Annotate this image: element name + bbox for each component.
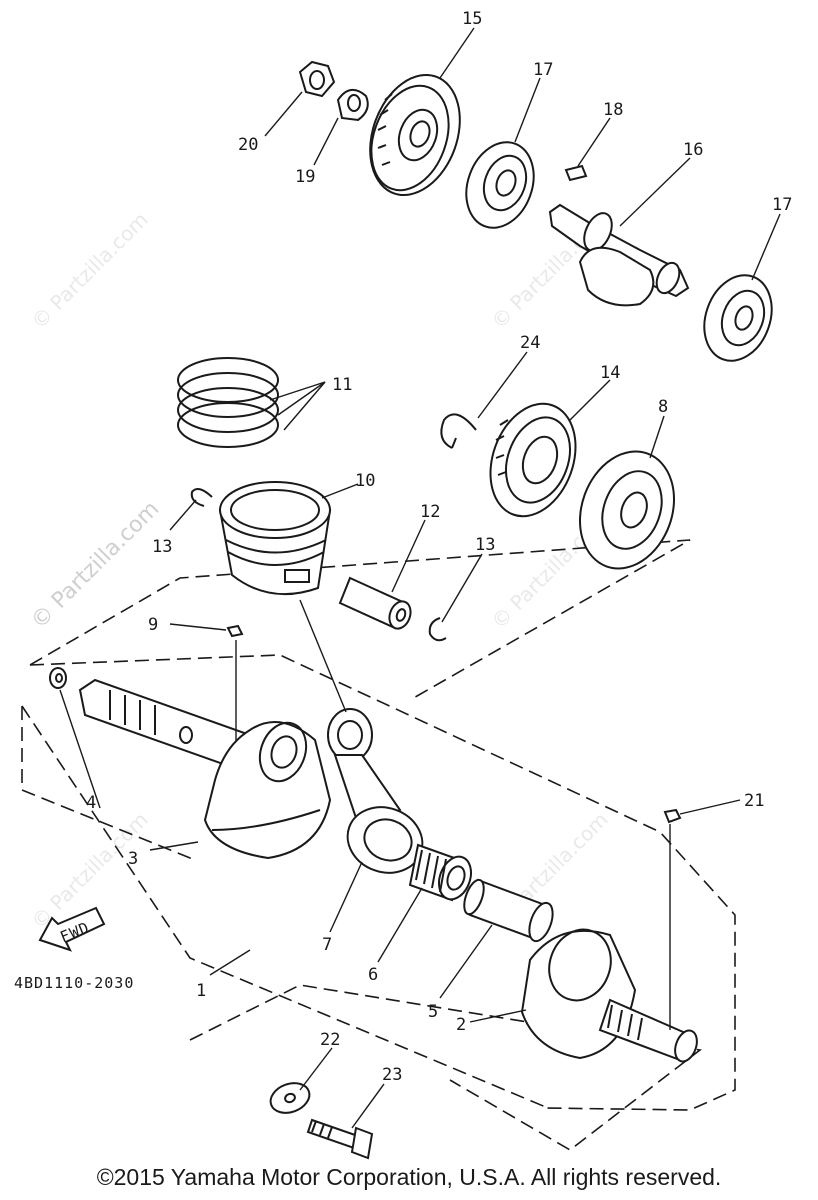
callout-19: 19 bbox=[295, 167, 315, 187]
assembly-boundary bbox=[21, 539, 736, 1151]
callout-23: 23 bbox=[382, 1065, 402, 1085]
key-part-21 bbox=[663, 808, 682, 824]
callout-labels: 15 17 18 16 17 20 19 11 24 14 8 10 12 13… bbox=[86, 9, 792, 1085]
callout-4: 4 bbox=[86, 793, 96, 813]
bolt-part-23 bbox=[306, 1118, 374, 1160]
callout-5: 5 bbox=[428, 1002, 438, 1022]
callout-21: 21 bbox=[744, 791, 764, 811]
callout-17-upper: 17 bbox=[533, 60, 553, 80]
callout-9: 9 bbox=[148, 615, 158, 635]
callout-8: 8 bbox=[658, 397, 668, 417]
callout-3: 3 bbox=[128, 849, 138, 869]
piston-part-10 bbox=[218, 481, 332, 596]
washer-part-22 bbox=[269, 1082, 311, 1114]
callout-2: 2 bbox=[456, 1015, 466, 1035]
callout-10: 10 bbox=[355, 471, 375, 491]
callout-16: 16 bbox=[683, 140, 703, 160]
key-part-9 bbox=[226, 624, 244, 638]
callout-20: 20 bbox=[238, 135, 258, 155]
key-part-18 bbox=[564, 164, 588, 182]
balancer-shaft-part-16 bbox=[548, 203, 690, 307]
callout-6: 6 bbox=[368, 965, 378, 985]
diagram-part-number: 4BD1110-2030 bbox=[14, 974, 134, 992]
crankshaft-right-part-2 bbox=[520, 928, 698, 1063]
callout-24: 24 bbox=[520, 333, 540, 353]
callout-13-right: 13 bbox=[475, 535, 495, 555]
bearing-part-8 bbox=[578, 450, 676, 570]
clip-part-13-right bbox=[428, 617, 447, 642]
callout-18: 18 bbox=[603, 100, 623, 120]
piston-rings-part-11 bbox=[177, 357, 279, 448]
bearing-part-17-lower bbox=[703, 274, 773, 362]
nut-part-20 bbox=[298, 60, 336, 98]
needle-bearing-part-6 bbox=[408, 843, 472, 902]
piston-pin-part-12 bbox=[338, 576, 412, 630]
circlip-part-24 bbox=[440, 413, 477, 449]
callout-13-left: 13 bbox=[152, 537, 172, 557]
leader-lines bbox=[59, 27, 781, 1129]
callout-11: 11 bbox=[332, 375, 352, 395]
callout-1: 1 bbox=[196, 981, 206, 1001]
callout-15: 15 bbox=[462, 9, 482, 29]
crankshaft-left-part-3 bbox=[78, 678, 332, 860]
callout-22: 22 bbox=[320, 1030, 340, 1050]
copyright-notice: ©2015 Yamaha Motor Corporation, U.S.A. A… bbox=[96, 1164, 722, 1190]
watermark: © Partzilla.com bbox=[27, 497, 165, 635]
callout-7: 7 bbox=[322, 935, 332, 955]
callout-17-lower: 17 bbox=[772, 195, 792, 215]
connecting-rod-part-7 bbox=[327, 708, 424, 874]
crank-pin-part-5 bbox=[463, 878, 554, 943]
gear-part-14 bbox=[489, 402, 577, 518]
clip-part-13-left bbox=[190, 487, 213, 507]
washer-part-4 bbox=[49, 667, 67, 689]
gear-part-15 bbox=[369, 73, 461, 197]
lock-washer-part-19 bbox=[336, 89, 369, 122]
bearing-part-17-upper bbox=[465, 141, 535, 229]
watermark: © Partzilla.com bbox=[27, 207, 153, 333]
callout-14: 14 bbox=[600, 363, 620, 383]
callout-12: 12 bbox=[420, 502, 440, 522]
